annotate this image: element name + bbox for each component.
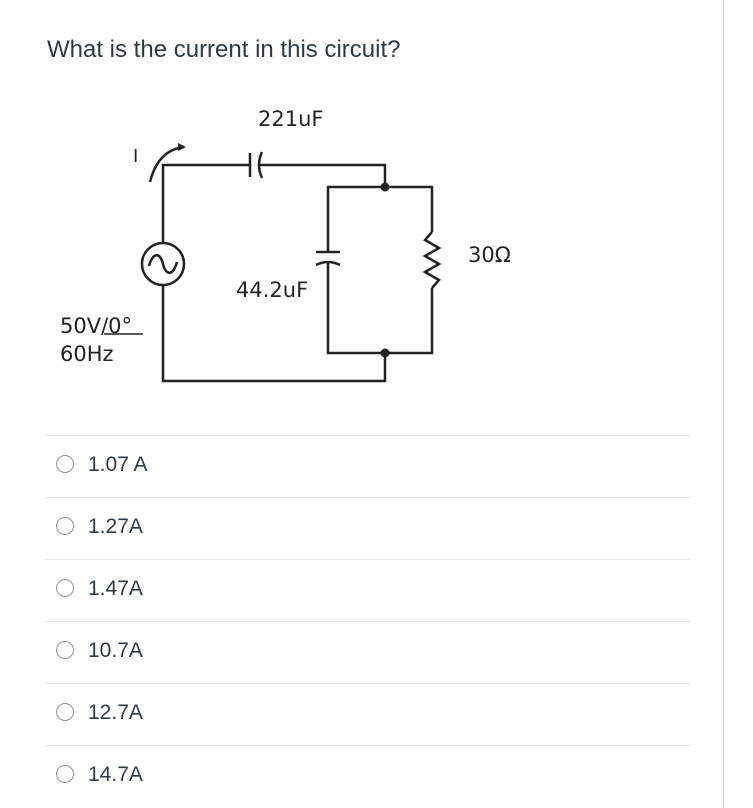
circuit-diagram: 221uF 44.2uF 30Ω 50V/0° 60Hz I <box>60 107 511 383</box>
answer-option[interactable]: 1.27A <box>45 497 690 559</box>
radio-button[interactable] <box>56 765 74 783</box>
answer-option[interactable]: 10.7A <box>45 621 690 683</box>
junction-dot-top <box>380 182 390 192</box>
resistor <box>422 231 442 289</box>
wire-top-right <box>258 163 387 187</box>
answer-label: 12.7A <box>88 701 143 724</box>
wire-branch-top <box>326 185 434 252</box>
capacitor-parallel-plate-bottom <box>315 260 341 267</box>
answer-label: 14.7A <box>88 763 143 786</box>
wire-top-left <box>161 163 250 244</box>
capacitor-parallel-label: 44.2uF <box>236 278 308 302</box>
radio-button[interactable] <box>56 703 74 721</box>
content-border <box>723 0 724 808</box>
radio-button[interactable] <box>56 517 74 535</box>
radio-button[interactable] <box>56 579 74 597</box>
answer-label: 1.47A <box>88 577 143 600</box>
wire-bottom <box>161 284 387 383</box>
radio-button[interactable] <box>56 641 74 659</box>
answer-label: 10.7A <box>88 639 143 662</box>
answer-label: 1.07 A <box>88 453 148 476</box>
junction-dot-bottom <box>380 348 390 358</box>
current-arrowhead <box>178 143 186 151</box>
resistor-label: 30Ω <box>468 243 511 267</box>
capacitor-series-label: 221uF <box>258 107 323 131</box>
answer-option[interactable]: 1.47A <box>45 559 690 621</box>
answer-list: 1.07 A 1.27A 1.47A 10.7A 12.7A 14.7A <box>45 435 690 807</box>
question-text: What is the current in this circuit? <box>47 36 401 63</box>
answer-option[interactable]: 1.07 A <box>45 435 690 497</box>
ac-source-icon <box>140 241 186 287</box>
source-frequency-label: 60Hz <box>60 342 114 366</box>
answer-option[interactable]: 14.7A <box>45 745 690 807</box>
answer-label: 1.27A <box>88 515 143 538</box>
sine-wave-icon <box>147 254 179 274</box>
current-label: I <box>133 146 138 167</box>
answer-option[interactable]: 12.7A <box>45 683 690 745</box>
radio-button[interactable] <box>56 455 74 473</box>
wire-branch-bottom <box>326 262 434 355</box>
